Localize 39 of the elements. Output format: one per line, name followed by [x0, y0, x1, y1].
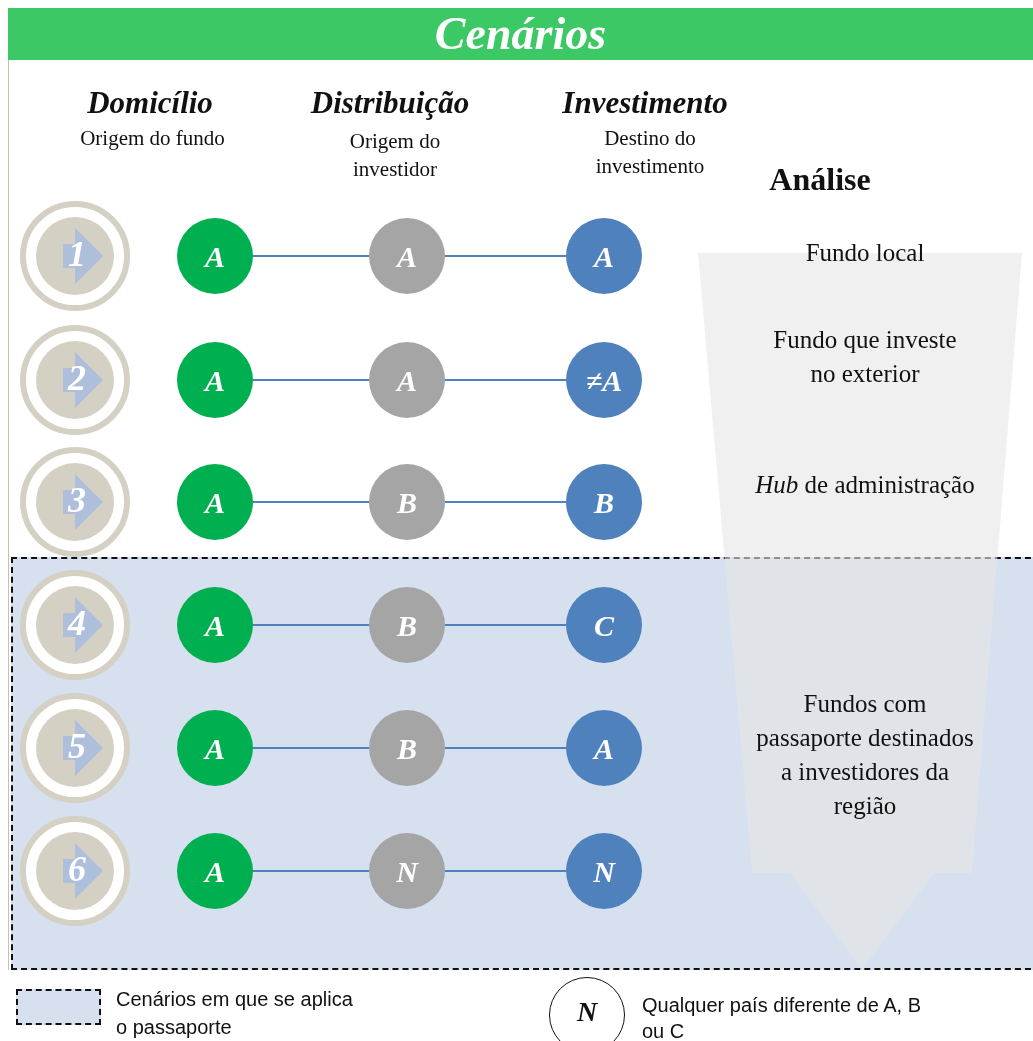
- step-badge: [19, 324, 131, 436]
- analysis-heading: Análise: [768, 160, 872, 199]
- legend-symbol: N: [576, 998, 598, 1026]
- connector-line: [444, 747, 567, 749]
- step-badge: [19, 446, 131, 558]
- connector-line: [252, 501, 370, 503]
- step-badge: [19, 569, 131, 681]
- connector-line: [444, 870, 567, 872]
- connector-line: [252, 624, 370, 626]
- step-number: 2: [66, 360, 87, 396]
- connector-line: [444, 255, 567, 257]
- column-subheading: Destino do investimento: [594, 125, 706, 180]
- connector-line: [252, 255, 370, 257]
- step-badge: [19, 692, 131, 804]
- step-number: 5: [67, 728, 87, 764]
- analysis-text: Fundo que investe no exterior: [772, 325, 958, 389]
- step-number: 1: [67, 236, 87, 272]
- step-badge: [19, 200, 131, 312]
- connector-line: [444, 501, 567, 503]
- step-number: 4: [66, 605, 87, 641]
- column-subheading: Origem do investidor: [348, 128, 442, 183]
- analysis-text: Hub de administração: [754, 470, 976, 500]
- column-heading: Investimento: [561, 84, 729, 122]
- step-badge: [19, 815, 131, 927]
- legend-text: Qualquer país diferente de A, B ou C: [642, 993, 922, 1041]
- connector-line: [252, 870, 370, 872]
- step-number: 6: [67, 851, 87, 887]
- column-heading: Distribuição: [309, 84, 471, 122]
- connector-line: [444, 379, 567, 381]
- step-number: 3: [66, 482, 87, 518]
- connector-line: [444, 624, 567, 626]
- connector-line: [252, 379, 370, 381]
- column-heading: Domicílio: [86, 84, 214, 122]
- analysis-text: Fundo local: [804, 238, 926, 268]
- legend-text: Cenários em que se aplica o passaporte: [116, 987, 354, 1040]
- connector-line: [252, 747, 370, 749]
- column-subheading: Origem do fundo: [80, 125, 225, 152]
- title: Cenários: [434, 11, 607, 57]
- analysis-text: Fundos com passaporte destinados a investidores da região: [755, 689, 975, 821]
